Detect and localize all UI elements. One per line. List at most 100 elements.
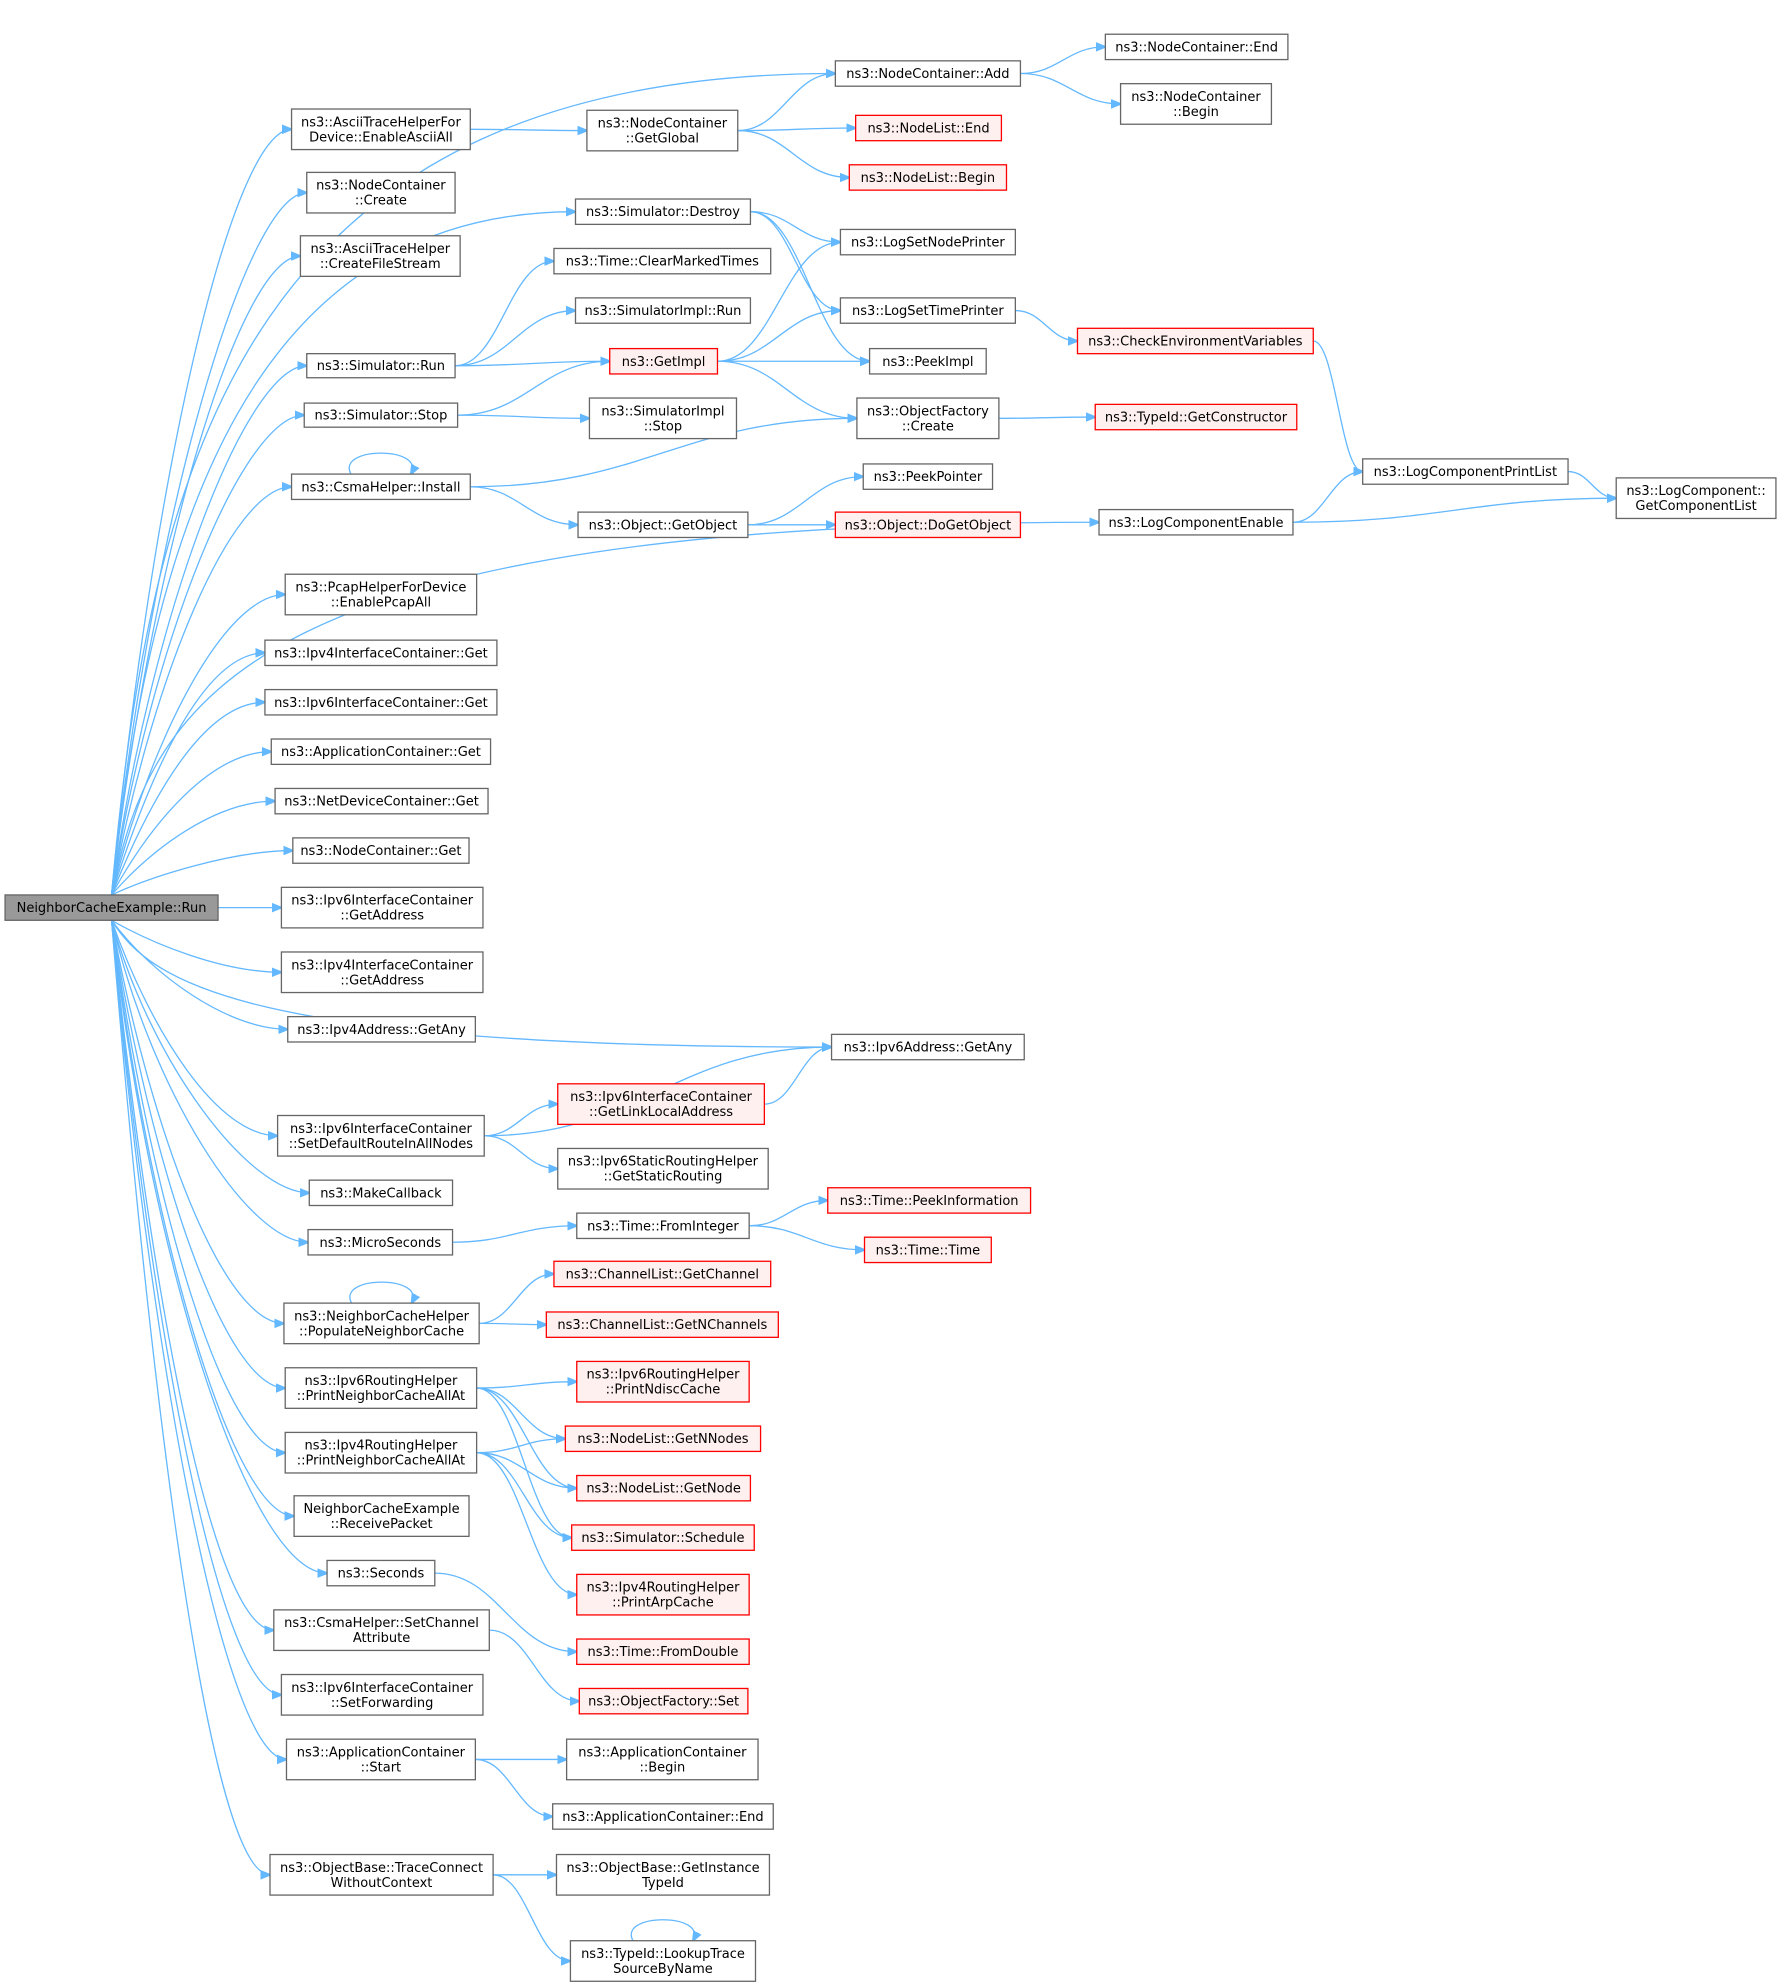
node-a12[interactable]: ns3::NodeContainer::Get <box>292 837 470 864</box>
node-c9[interactable]: ns3::PeekPointer <box>862 463 994 490</box>
node-c7[interactable]: ns3::PeekImpl <box>868 347 987 375</box>
node-box <box>264 639 498 667</box>
edge-a4-to-b6 <box>455 361 610 367</box>
node-a3[interactable]: ns3::AsciiTraceHelper::CreateFileStream <box>299 235 461 277</box>
node-b12[interactable]: ns3::ChannelList::GetChannel <box>553 1260 772 1288</box>
node-b19[interactable]: ns3::Time::FromDouble <box>576 1638 750 1666</box>
node-b4[interactable]: ns3::Time::ClearMarkedTimes <box>553 247 772 275</box>
node-d1[interactable]: ns3::CheckEnvironmentVariables <box>1076 327 1314 355</box>
node-a6[interactable]: ns3::CsmaHelper::Install <box>290 473 471 501</box>
node-b18[interactable]: ns3::Ipv4RoutingHelper::PrintArpCache <box>576 1573 750 1616</box>
node-b2[interactable]: ns3::NodeContainer::GetGlobal <box>586 109 739 152</box>
node-a1[interactable]: ns3::AsciiTraceHelperForDevice::EnableAs… <box>290 108 471 151</box>
node-label: Device::EnableAsciiAll <box>309 130 453 145</box>
edge-a6-to-b8 <box>470 486 578 525</box>
node-b14[interactable]: ns3::Ipv6RoutingHelper::PrintNdiscCache <box>576 1360 750 1403</box>
node-b20[interactable]: ns3::ObjectFactory::Set <box>578 1687 749 1715</box>
node-label: ::Create <box>902 419 954 434</box>
node-label: ns3::Time::Time <box>876 1243 980 1258</box>
node-d2[interactable]: ns3::TypeId::GetConstructor <box>1094 403 1298 431</box>
node-a25[interactable]: ns3::Ipv6InterfaceContainer::SetForwardi… <box>280 1673 484 1716</box>
node-label: ns3::ApplicationContainer <box>578 1745 747 1760</box>
node-label: WithoutContext <box>331 1876 433 1891</box>
node-c4[interactable]: ns3::NodeList::Begin <box>848 164 1008 191</box>
edge-b2-to-b1 <box>737 74 836 132</box>
node-a8[interactable]: ns3::Ipv4InterfaceContainer::Get <box>264 639 498 667</box>
node-a5[interactable]: ns3::Simulator::Stop <box>303 402 459 428</box>
node-box <box>588 397 738 440</box>
node-label: ns3::NodeList::End <box>867 122 989 137</box>
node-box <box>306 171 456 214</box>
node-a18[interactable]: ns3::MicroSeconds <box>307 1228 454 1256</box>
node-b17[interactable]: ns3::Simulator::Schedule <box>571 1524 755 1551</box>
node-b6[interactable]: ns3::GetImpl <box>609 347 719 375</box>
node-label: ::EnablePcapAll <box>331 596 431 611</box>
node-b15[interactable]: ns3::NodeList::GetNNodes <box>564 1425 762 1453</box>
node-label: TypeId <box>641 1876 684 1891</box>
node-a7[interactable]: ns3::PcapHelperForDevice::EnablePcapAll <box>284 573 478 616</box>
node-c14[interactable]: ns3::Time::Time <box>863 1236 992 1264</box>
node-a11[interactable]: ns3::NetDeviceContainer::Get <box>274 787 489 815</box>
node-a17[interactable]: ns3::MakeCallback <box>308 1179 454 1207</box>
node-box <box>557 1083 766 1126</box>
node-b7[interactable]: ns3::SimulatorImpl::Stop <box>588 397 738 440</box>
edge-a4-to-b5 <box>455 311 575 367</box>
node-b16[interactable]: ns3::NodeList::GetNode <box>576 1474 752 1502</box>
node-c2[interactable]: ns3::NodeContainer::Begin <box>1119 83 1273 125</box>
node-label: ns3::Simulator::Stop <box>314 409 447 424</box>
node-box <box>303 402 459 428</box>
node-b22[interactable]: ns3::ApplicationContainer::End <box>552 1803 774 1830</box>
edge-root-to-a9 <box>110 702 265 896</box>
edge-a20-to-b15 <box>476 1387 566 1439</box>
node-a14[interactable]: ns3::Ipv4InterfaceContainer::GetAddress <box>280 951 484 994</box>
node-b10[interactable]: ns3::Ipv6StaticRoutingHelper::GetStaticR… <box>557 1147 769 1190</box>
node-c5[interactable]: ns3::LogSetNodePrinter <box>839 228 1017 256</box>
edge-root-to-a10 <box>110 752 272 896</box>
node-b9[interactable]: ns3::Ipv6InterfaceContainer::GetLinkLoca… <box>557 1083 766 1126</box>
node-b13[interactable]: ns3::ChannelList::GetNChannels <box>545 1311 779 1338</box>
node-b8[interactable]: ns3::Object::GetObject <box>577 511 749 539</box>
edge-root-to-a23 <box>110 920 327 1573</box>
node-a27[interactable]: ns3::ObjectBase::TraceConnectWithoutCont… <box>269 1853 494 1896</box>
node-c13[interactable]: ns3::Time::PeekInformation <box>827 1187 1032 1214</box>
node-a10[interactable]: ns3::ApplicationContainer::Get <box>270 738 492 766</box>
node-b5[interactable]: ns3::SimulatorImpl::Run <box>574 297 752 324</box>
node-c3[interactable]: ns3::NodeList::End <box>854 114 1003 142</box>
node-a26[interactable]: ns3::ApplicationContainer::Start <box>285 1738 477 1781</box>
node-a21[interactable]: ns3::Ipv4RoutingHelper::PrintNeighborCac… <box>284 1431 478 1474</box>
node-c12[interactable]: ns3::Ipv6Address::GetAny <box>830 1033 1025 1061</box>
node-c11[interactable]: ns3::LogComponentEnable <box>1098 508 1294 536</box>
edge-a27-to-b24 <box>493 1874 570 1961</box>
node-c10[interactable]: ns3::Object::DoGetObject <box>834 511 1022 539</box>
node-a4[interactable]: ns3::Simulator::Run <box>306 353 456 379</box>
node-a2[interactable]: ns3::NodeContainer::Create <box>306 171 456 214</box>
node-box <box>839 297 1017 324</box>
node-box <box>574 198 752 226</box>
node-d3[interactable]: ns3::LogComponentPrintList <box>1362 458 1569 485</box>
node-a23[interactable]: ns3::Seconds <box>326 1559 436 1587</box>
node-label: ns3::NodeList::Begin <box>861 171 995 186</box>
node-a15[interactable]: ns3::Ipv4Address::GetAny <box>287 1015 477 1043</box>
node-b11[interactable]: ns3::Time::FromInteger <box>576 1212 750 1240</box>
node-root[interactable]: NeighborCacheExample::Run <box>4 894 219 921</box>
node-c8[interactable]: ns3::ObjectFactory::Create <box>856 397 1000 440</box>
node-b21[interactable]: ns3::ApplicationContainer::Begin <box>565 1738 759 1781</box>
node-a13[interactable]: ns3::Ipv6InterfaceContainer::GetAddress <box>280 886 484 929</box>
node-c1[interactable]: ns3::NodeContainer::End <box>1104 33 1289 61</box>
edge-a24-to-b20 <box>489 1629 579 1701</box>
node-c6[interactable]: ns3::LogSetTimePrinter <box>839 297 1017 324</box>
node-a22[interactable]: NeighborCacheExample::ReceivePacket <box>293 1495 470 1538</box>
node-box <box>553 247 772 275</box>
node-b1[interactable]: ns3::NodeContainer::Add <box>834 60 1022 87</box>
node-label: ns3::Ipv6RoutingHelper <box>304 1374 458 1389</box>
node-a19[interactable]: ns3::NeighborCacheHelper::PopulateNeighb… <box>283 1302 480 1345</box>
node-b3[interactable]: ns3::Simulator::Destroy <box>574 198 752 226</box>
node-label: ::GetLinkLocalAddress <box>589 1105 733 1120</box>
node-a20[interactable]: ns3::Ipv6RoutingHelper::PrintNeighborCac… <box>284 1367 478 1409</box>
node-a16[interactable]: ns3::Ipv6InterfaceContainer::SetDefaultR… <box>276 1114 485 1157</box>
node-a9[interactable]: ns3::Ipv6InterfaceContainer::Get <box>264 688 498 716</box>
node-d4[interactable]: ns3::LogComponent::GetComponentList <box>1615 477 1777 520</box>
